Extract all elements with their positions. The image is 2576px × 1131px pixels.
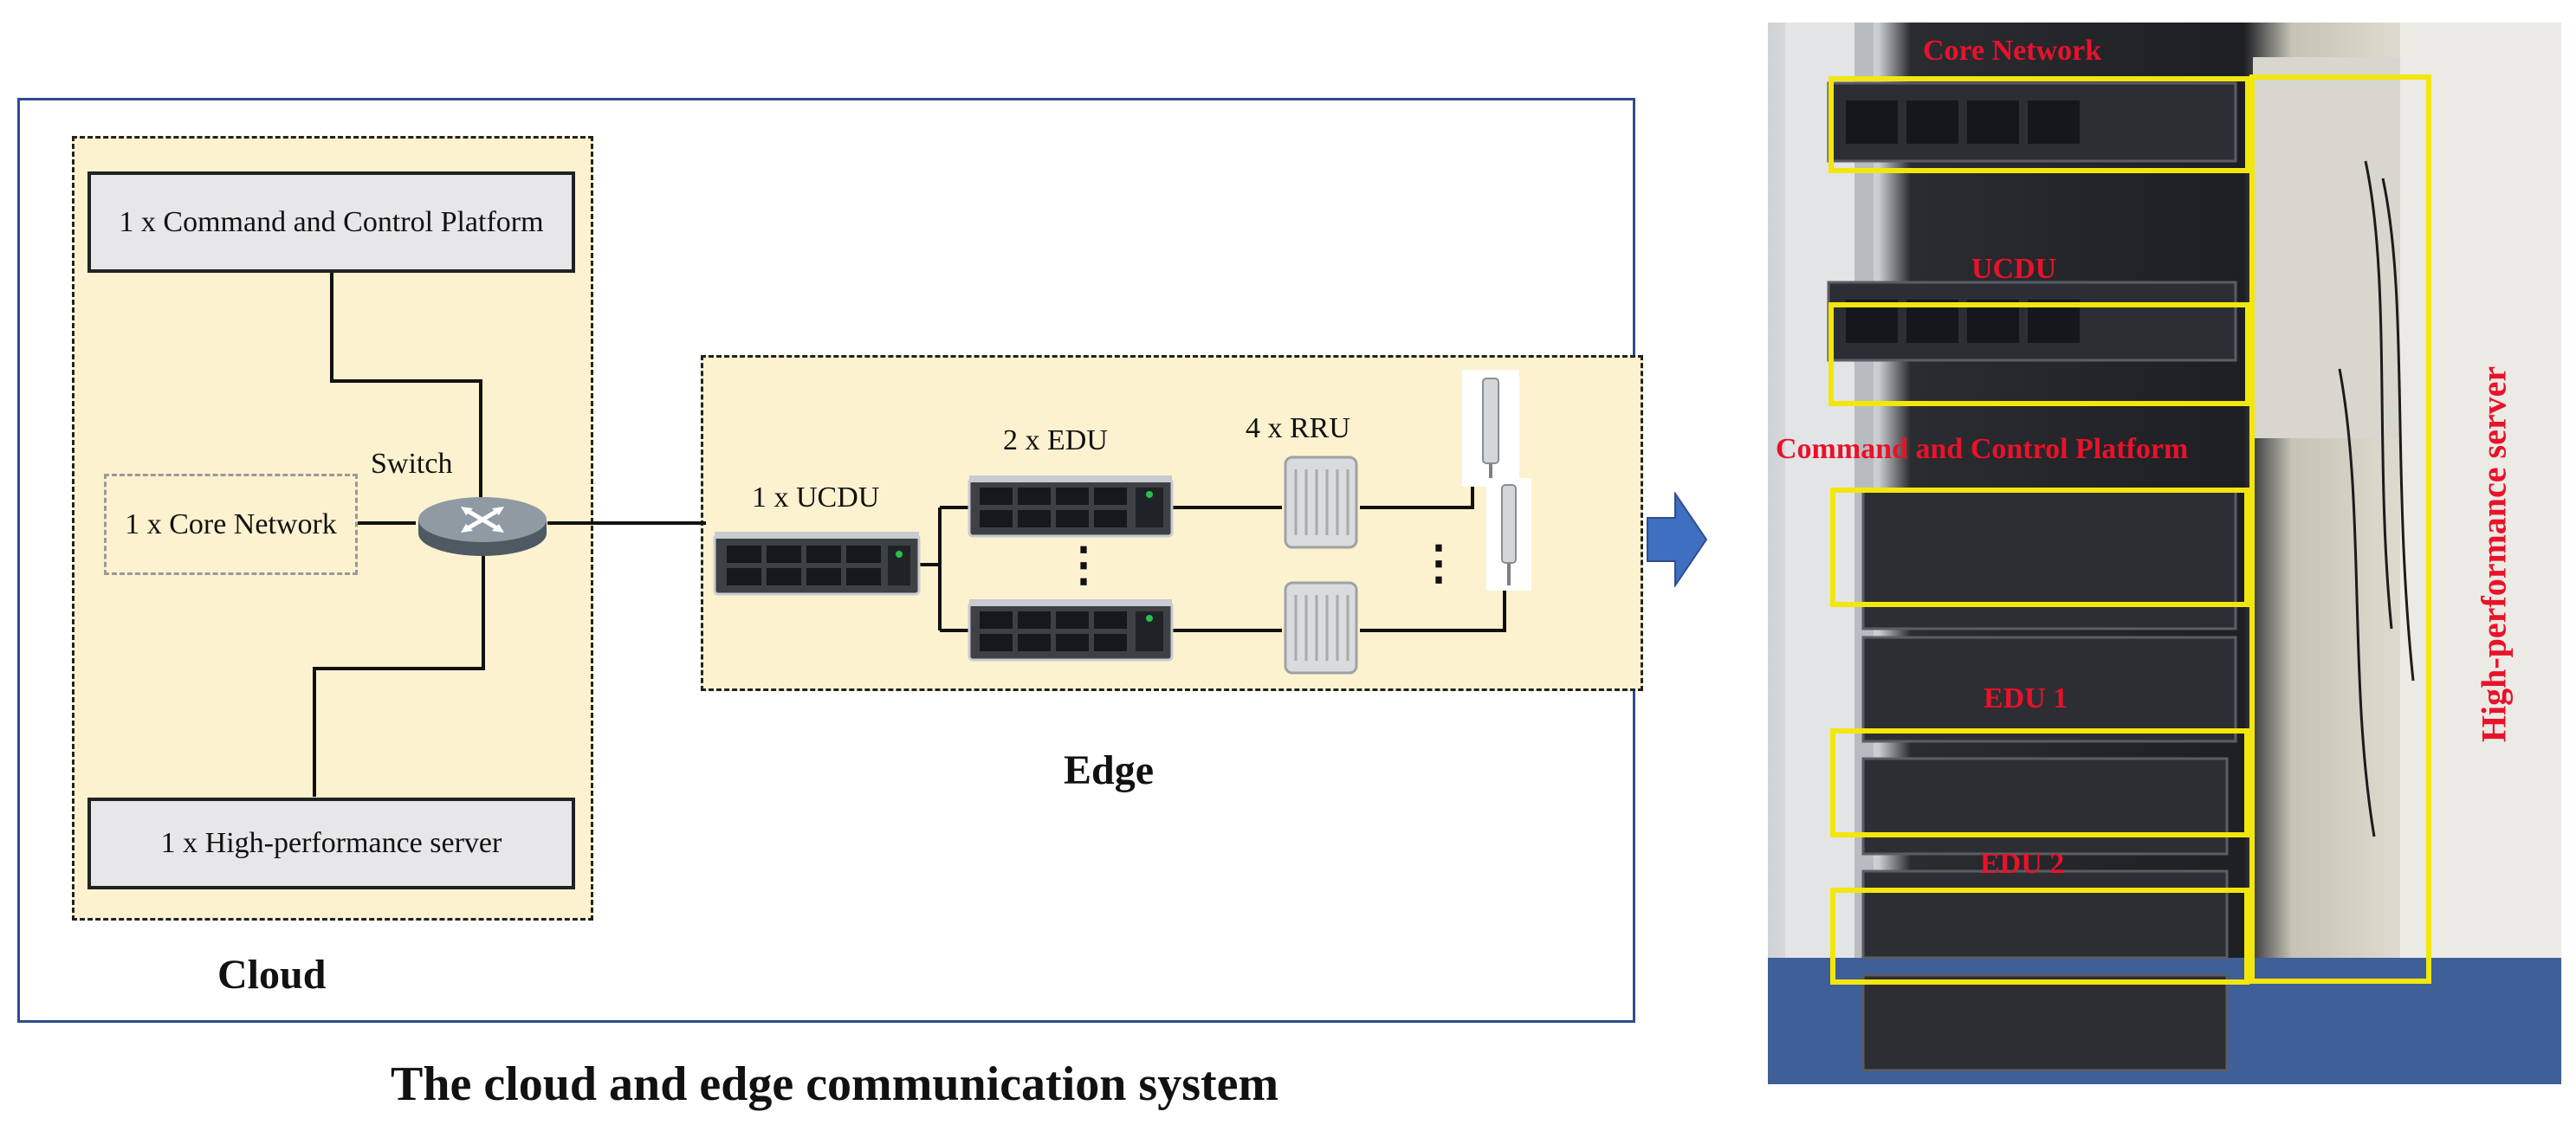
edu-server-icon <box>968 475 1174 538</box>
edge-title: Edge <box>1064 747 1155 793</box>
hp-server-highlight <box>2249 74 2431 984</box>
edu-server-icon <box>968 599 1174 662</box>
rack-servers <box>1768 23 2561 1084</box>
edu-label: 2 x EDU <box>1003 424 1108 456</box>
switch-icon <box>418 497 547 556</box>
right-arrow-icon <box>1647 492 1708 587</box>
photo-core-network-label: Core Network <box>1923 35 2102 67</box>
switch-label: Switch <box>371 448 453 480</box>
rru-unit-icon <box>1284 581 1358 675</box>
core-network-box: 1 x Core Network <box>104 474 358 575</box>
photo-edu2-label: EDU 2 <box>1980 848 2065 880</box>
core-network-highlight <box>1828 76 2250 173</box>
ucdu-server-icon <box>713 532 921 596</box>
command-platform-box: 1 x Command and Control Platform <box>87 171 575 273</box>
rru-unit-icon <box>1284 456 1358 549</box>
photo-hp-server-label: High-performance server <box>2474 365 2514 743</box>
ucdu-highlight <box>1828 302 2250 406</box>
photo-command-platform-label: Command and Control Platform <box>1776 433 2189 465</box>
photo-ucdu-label: UCDU <box>1971 253 2057 285</box>
core-network-label: 1 x Core Network <box>125 507 337 540</box>
rru-label: 4 x RRU <box>1246 412 1350 444</box>
edu-ellipsis: ⋮ <box>1060 539 1107 591</box>
hp-server-label: 1 x High-performance server <box>160 827 502 859</box>
edu1-highlight <box>1830 728 2249 837</box>
figure-caption: The cloud and edge communication system <box>391 1057 1279 1111</box>
antenna-icon <box>1486 478 1531 591</box>
ucdu-label: 1 x UCDU <box>752 481 880 514</box>
edu2-highlight <box>1830 888 2249 985</box>
hp-server-box: 1 x High-performance server <box>87 798 575 889</box>
rru-ellipsis: ⋮ <box>1415 537 1462 589</box>
antenna-icon <box>1462 370 1519 487</box>
photo-edu1-label: EDU 1 <box>1984 682 2068 714</box>
rack-photo: Core Network UCDU Command and Control Pl… <box>1768 23 2561 1084</box>
command-platform-label: 1 x Command and Control Platform <box>119 205 544 238</box>
cloud-title: Cloud <box>217 952 327 998</box>
command-platform-highlight <box>1830 488 2249 607</box>
